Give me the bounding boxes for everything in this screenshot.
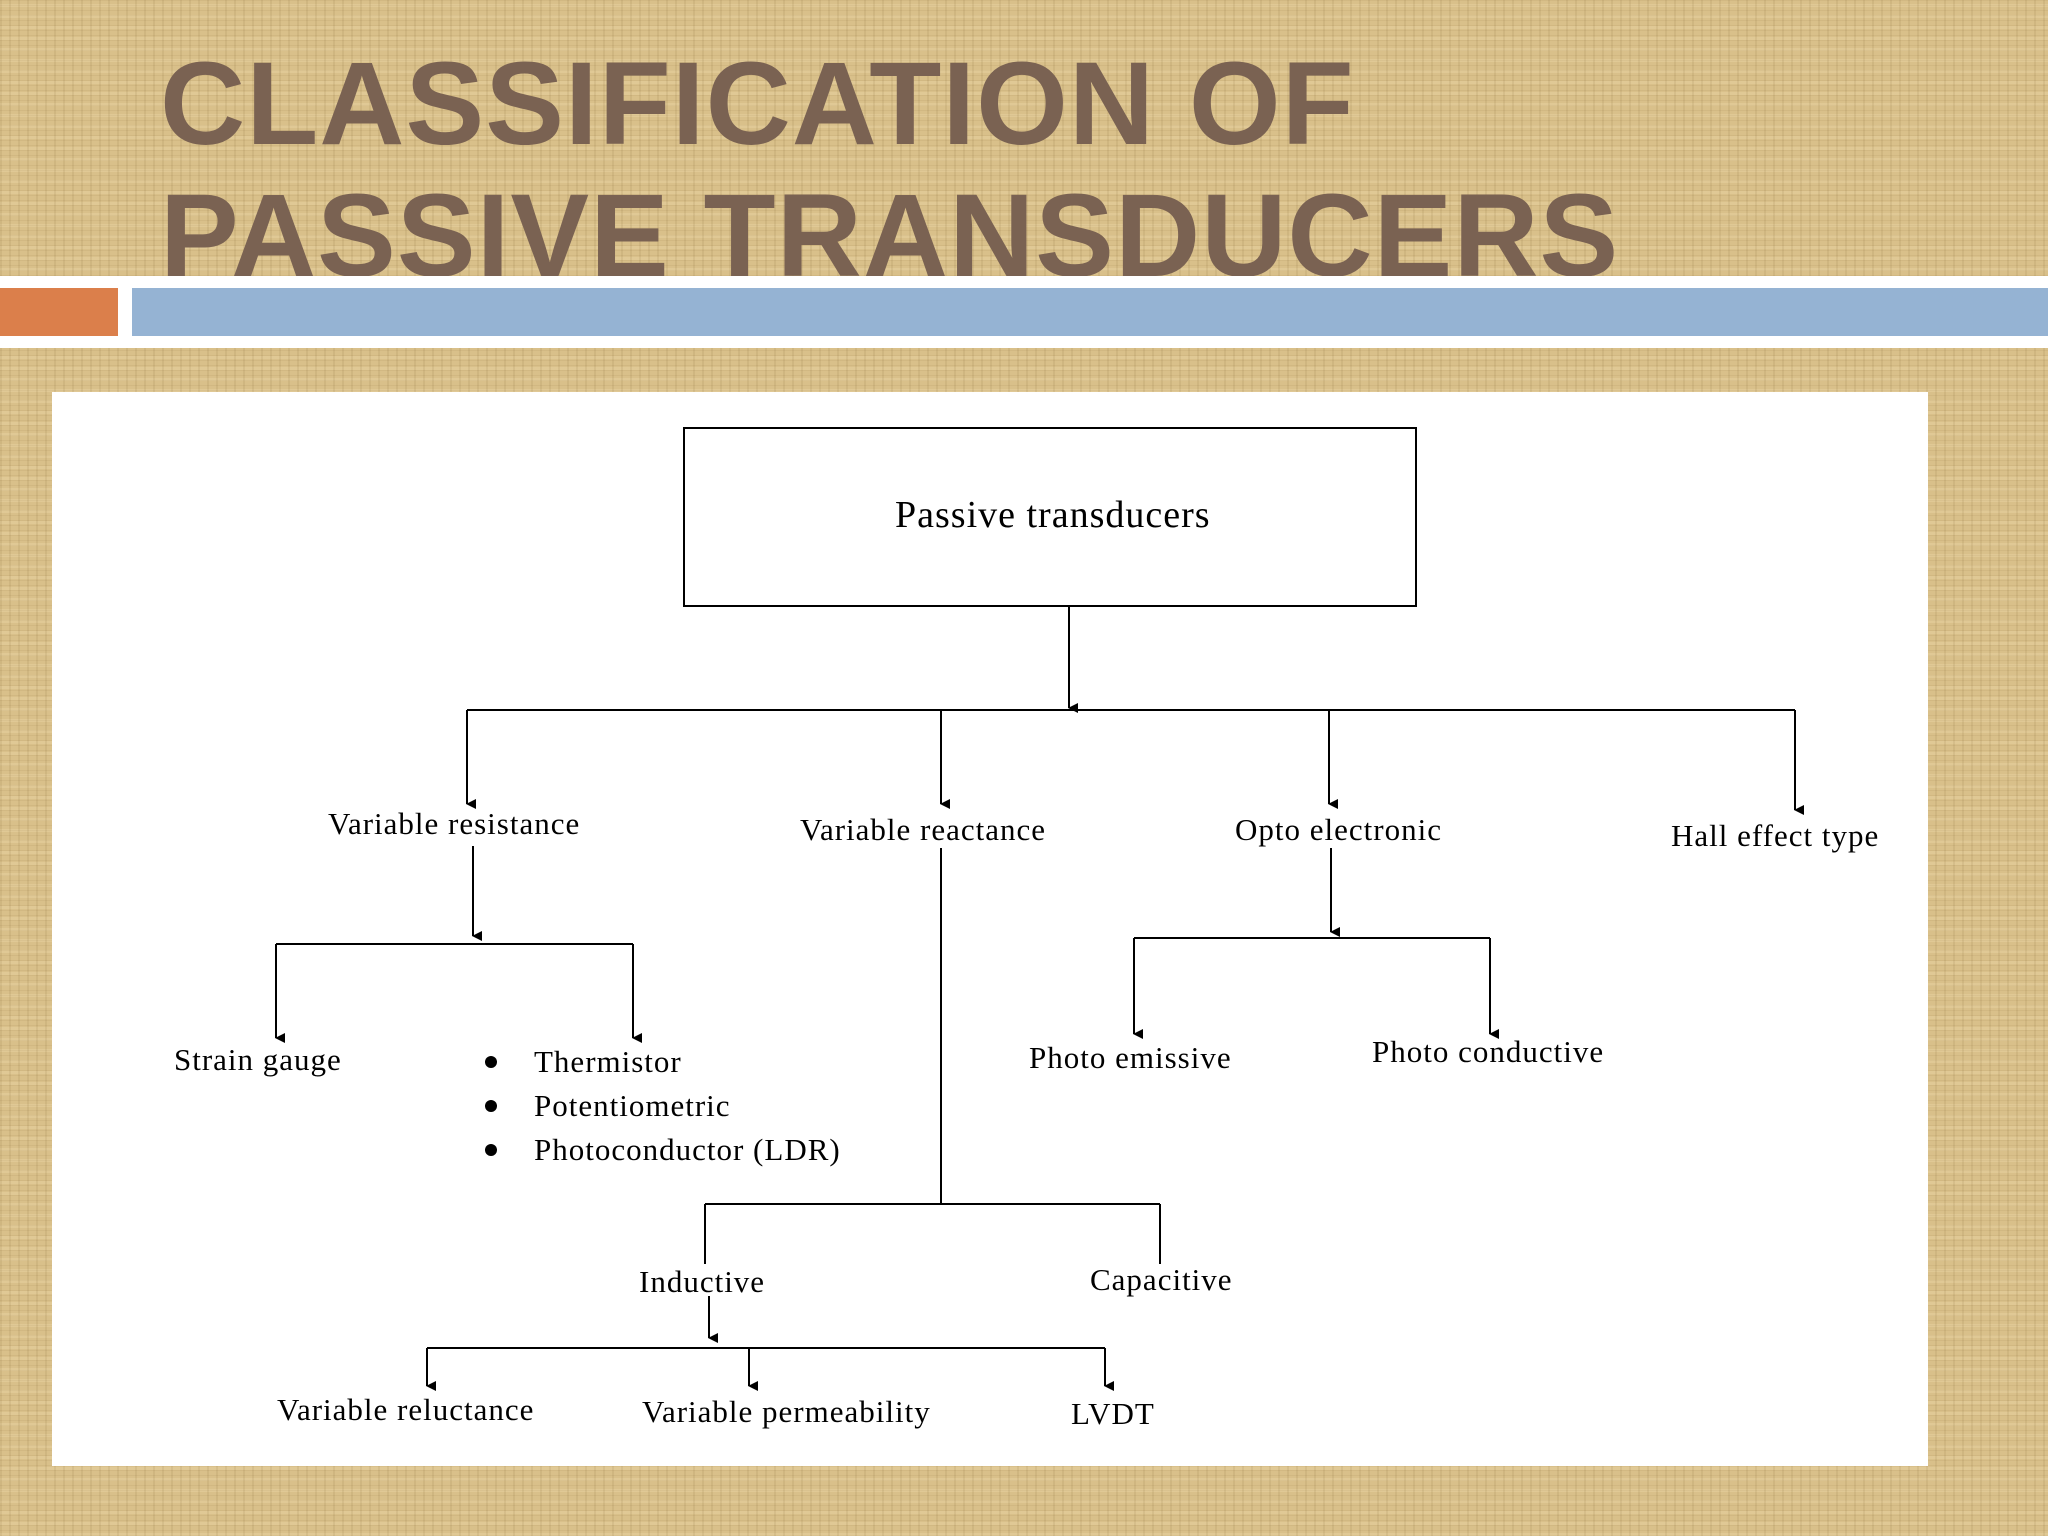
node-photo-conductive: Photo conductive: [1372, 1034, 1605, 1069]
node-hall-effect-type: Hall effect type: [1671, 818, 1880, 853]
bullet-item-potentiometric: Potentiometric: [480, 1084, 841, 1128]
node-capacitive: Capacitive: [1090, 1262, 1233, 1297]
slide-title-line-1: CLASSIFICATION OF: [160, 38, 1355, 170]
root-node-label: Passive transducers: [895, 494, 1211, 536]
node-variable-permeability: Variable permeability: [642, 1394, 931, 1429]
resistance-bullet-list: Thermistor Potentiometric Photoconductor…: [480, 1040, 841, 1172]
root-node-box: Passive transducers: [683, 427, 1417, 607]
accent-bar-orange: [0, 288, 118, 336]
bullet-item-photoconductor: Photoconductor (LDR): [480, 1128, 841, 1172]
connector-lines: [275, 607, 1804, 1391]
node-variable-reactance: Variable reactance: [800, 812, 1047, 847]
accent-bar-blue: [132, 288, 2048, 336]
bullet-item-thermistor: Thermistor: [480, 1040, 841, 1084]
classification-diagram: Passive transducers Variable resistance …: [52, 392, 1928, 1466]
node-photo-emissive: Photo emissive: [1029, 1040, 1232, 1075]
node-variable-reluctance: Variable reluctance: [277, 1392, 535, 1427]
node-lvdt: LVDT: [1071, 1396, 1155, 1431]
node-inductive: Inductive: [639, 1264, 766, 1299]
node-variable-resistance: Variable resistance: [328, 806, 581, 841]
node-opto-electronic: Opto electronic: [1235, 812, 1442, 847]
node-strain-gauge: Strain gauge: [174, 1042, 342, 1077]
slide-title: CLASSIFICATION OF PASSIVE TRANSDUCERS: [160, 38, 1619, 302]
